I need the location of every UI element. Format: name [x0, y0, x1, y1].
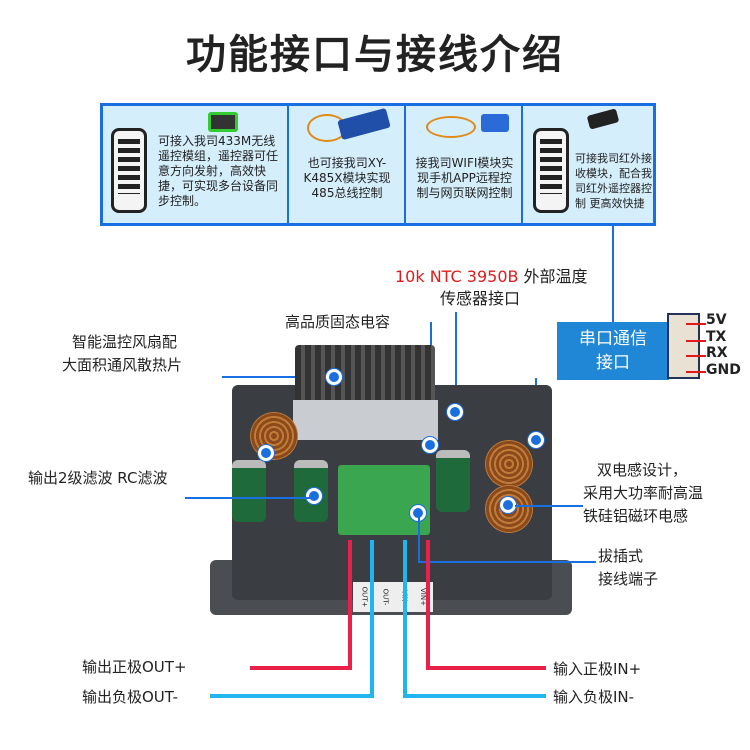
module-485: 也可接我司XY-K485X模块实现485总线控制 — [289, 106, 406, 223]
rs485-module-icon — [337, 107, 391, 141]
terminal-label-1: 拔插式 — [598, 547, 644, 565]
rf-module-icon — [208, 112, 238, 132]
terminal-block — [338, 465, 430, 535]
capacitor-icon — [436, 450, 470, 512]
terminal-out-pos: OUT+ — [360, 586, 369, 608]
pin-5v: 5V — [706, 312, 727, 328]
serial-connector-icon — [667, 313, 700, 379]
input-positive-label: 输入正极IN+ — [553, 660, 642, 678]
terminal-labels: OUT+ OUT- VIN- VIN+ — [353, 582, 433, 612]
pin-tx: TX — [706, 329, 727, 345]
filter-label: 输出2级滤波 RC滤波 — [28, 469, 168, 487]
ir-module-icon — [586, 108, 620, 130]
terminal-out-neg: OUT- — [381, 588, 390, 606]
wifi-module-icon — [481, 114, 509, 132]
output-negative-label: 输出负极OUT- — [82, 688, 178, 706]
pin-rx: RX — [706, 345, 728, 361]
serial-port-label: 串口通信接口 — [557, 322, 669, 380]
serial-line-2: 接口 — [596, 353, 630, 373]
pin-gnd: GND — [706, 362, 741, 378]
wire-icon — [426, 116, 476, 138]
module-text: 接我司WIFI模块实现手机APP远程控制与网页联网控制 — [415, 156, 514, 200]
module-text: 也可接我司XY-K485X模块实现485总线控制 — [303, 156, 391, 200]
module-ir: 可接我司红外接收模块，配合我司红外遥控器控制 更高效快捷 — [523, 106, 653, 223]
module-433m: 可接入我司433M无线遥控模组，遥控器可任意方向发射，高效快捷，可实现多台设备同… — [103, 106, 289, 223]
ntc-label-2: 传感器接口 — [440, 289, 521, 308]
output-positive-label: 输出正极OUT+ — [82, 658, 187, 676]
fan-label-1: 智能温控风扇配 — [72, 333, 178, 351]
module-text: 可接我司红外接收模块，配合我司红外遥控器控制 更高效快捷 — [575, 152, 652, 210]
capacitor-label: 高品质固态电容 — [285, 313, 391, 331]
remote-icon — [533, 128, 569, 213]
module-text: 可接入我司433M无线遥控模组，遥控器可任意方向发射，高效快捷，可实现多台设备同… — [158, 134, 279, 208]
inductor-icon — [485, 440, 533, 488]
terminal-label-2: 接线端子 — [598, 570, 659, 588]
ntc-label: 10k NTC 3950B 外部温度 — [395, 267, 588, 286]
inductor-label-2: 采用大功率耐高温 — [583, 484, 704, 502]
module-wifi: 接我司WIFI模块实现手机APP远程控制与网页联网控制 — [406, 106, 523, 223]
inductor-label-3: 铁硅铝磁环电感 — [583, 507, 689, 525]
inductor-label-1: 双电感设计， — [597, 461, 688, 479]
page-title: 功能接口与接线介绍 — [186, 32, 564, 78]
serial-line-1: 串口通信 — [579, 329, 647, 349]
capacitor-icon — [232, 460, 266, 522]
remote-icon — [111, 128, 147, 213]
fan-label-2: 大面积通风散热片 — [62, 356, 183, 374]
heatsink-plate — [293, 400, 438, 440]
capacitor-icon — [294, 460, 328, 522]
module-panel: 可接入我司433M无线遥控模组，遥控器可任意方向发射，高效快捷，可实现多台设备同… — [100, 103, 656, 226]
input-negative-label: 输入负极IN- — [553, 688, 635, 706]
